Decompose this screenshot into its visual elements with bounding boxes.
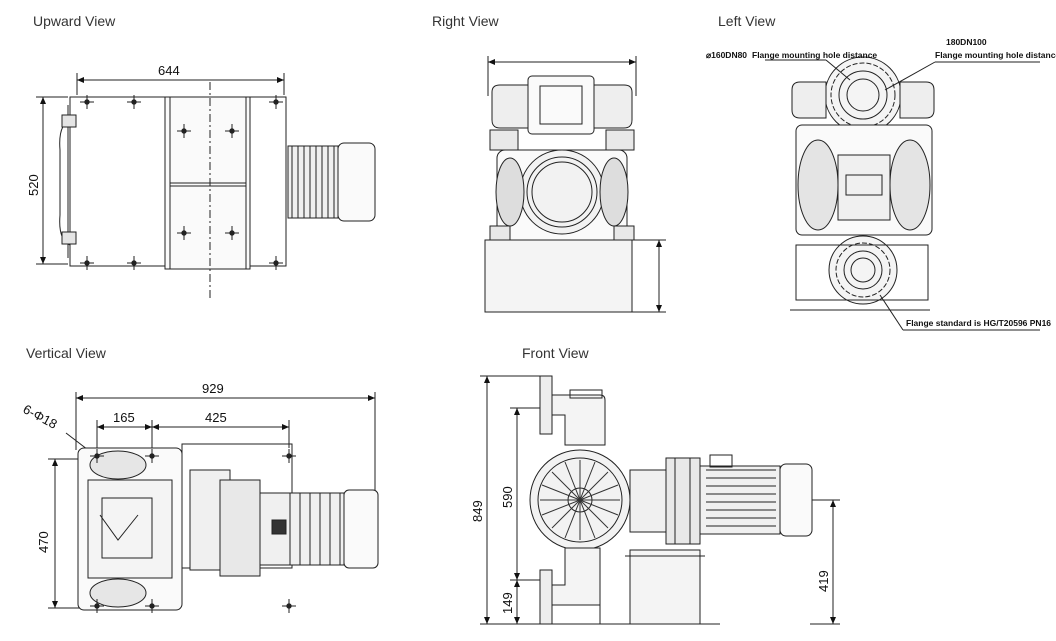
front-view-title: Front View	[522, 345, 589, 361]
vertical-view-title: Vertical View	[26, 345, 106, 361]
upward-dim-height: 520	[26, 174, 41, 196]
front-dim-419: 419	[816, 570, 831, 592]
right-view-title: Right View	[432, 13, 499, 29]
flange-distance-label-1: Flange mounting hole distance	[752, 50, 877, 60]
front-view-drawing	[480, 375, 840, 625]
flange-dn80-label: ⌀160DN80	[706, 50, 747, 60]
upward-view-drawing	[36, 73, 376, 298]
vertical-holes-label: 6-Φ18	[21, 401, 60, 431]
vertical-dim-470: 470	[36, 531, 51, 553]
vertical-dim-425: 425	[205, 410, 227, 425]
upward-dim-width: 644	[158, 63, 180, 78]
front-dim-590: 590	[500, 486, 515, 508]
vertical-view-drawing	[48, 392, 379, 614]
left-view-title: Left View	[718, 13, 776, 29]
flange-standard-label: Flange standard is HG/T20596 PN16	[906, 318, 1051, 328]
front-dim-849: 849	[470, 500, 485, 522]
left-view-drawing	[765, 56, 1040, 331]
front-dim-149: 149	[500, 592, 515, 614]
flange-distance-label-2: Flange mounting hole distance	[935, 50, 1056, 60]
vertical-dim-total: 929	[202, 381, 224, 396]
flange-dn100-label: 180DN100	[946, 37, 987, 47]
right-view-drawing	[484, 56, 666, 313]
upward-view-title: Upward View	[33, 13, 116, 29]
vertical-dim-165: 165	[113, 410, 135, 425]
